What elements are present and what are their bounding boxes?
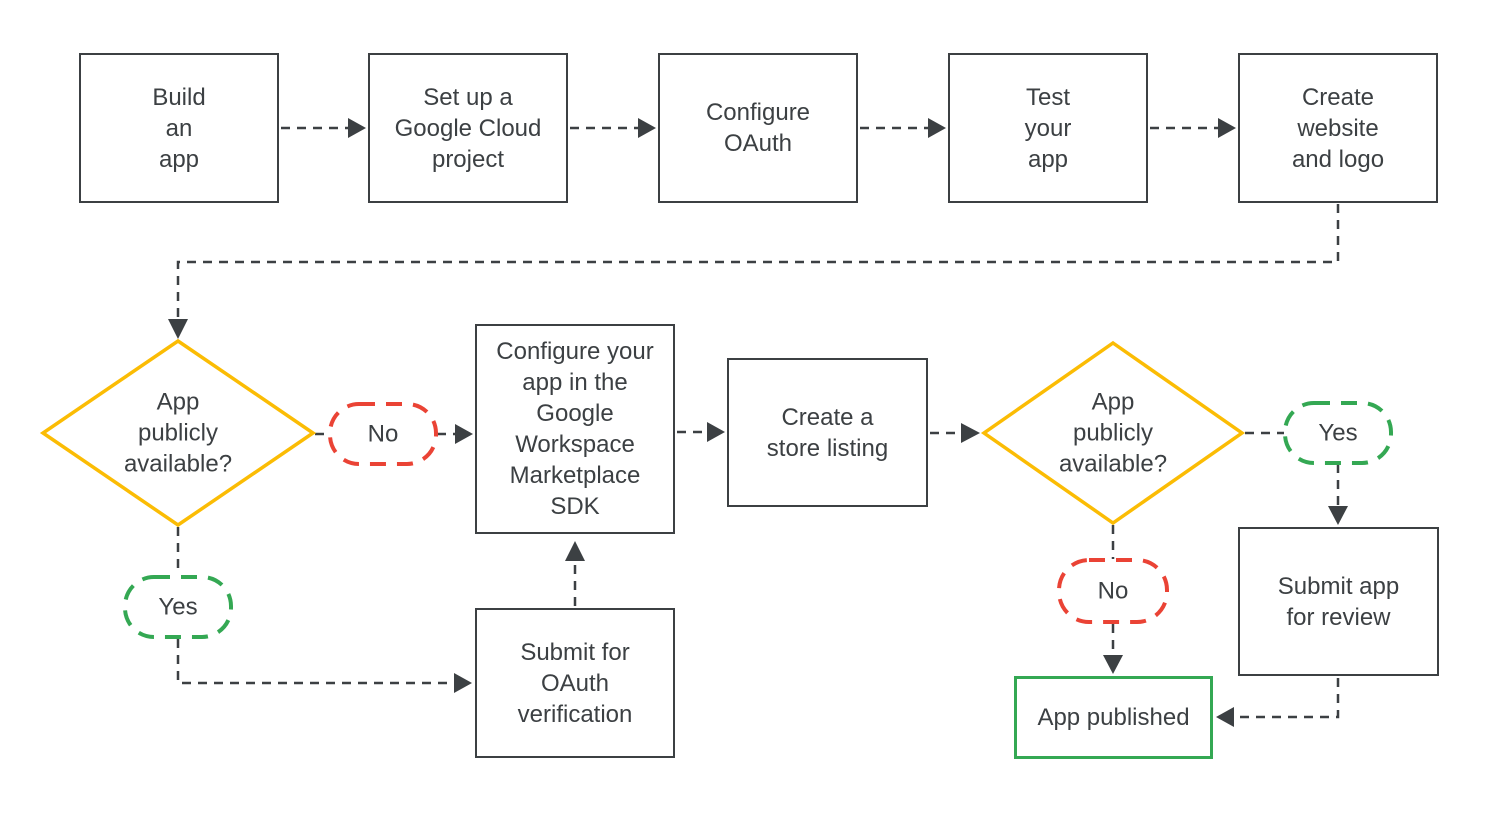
node-store-listing: Create a store listing: [727, 358, 928, 507]
node-app-published-label: App published: [1037, 704, 1190, 731]
decision-diamond-right: [980, 340, 1246, 526]
edge-submit-review-to-app-published: [1234, 678, 1340, 719]
node-app-published: App published: [1014, 676, 1213, 759]
node-test-app: Test your app: [948, 53, 1148, 203]
node-submit-oauth-label: Submit for OAuth verification: [517, 638, 633, 728]
arrowhead-into-decision-left: [168, 319, 188, 339]
decision-diamond-left: [39, 338, 317, 528]
arrowhead-up-into-configure-sdk: [565, 541, 585, 561]
yes-oval-right: [1283, 401, 1393, 465]
yes-right-label: Yes: [1318, 419, 1358, 447]
no-right-label: No: [1097, 577, 1129, 605]
node-configure-oauth: Configure OAuth: [658, 53, 858, 203]
arrowhead-into-decision-right: [961, 423, 980, 443]
no-oval-right: [1057, 558, 1169, 624]
arrowhead-into-create-website: [1218, 118, 1236, 138]
decision-right-label: App publicly available?: [1058, 388, 1168, 478]
no-oval-left: [328, 402, 438, 466]
node-test-app-label: Test your app: [1024, 83, 1072, 173]
edge-website-to-decision-left: [176, 204, 1340, 319]
node-submit-oauth: Submit for OAuth verification: [475, 608, 675, 758]
arrowhead-into-submit-oauth: [454, 673, 472, 693]
node-create-website: Create website and logo: [1238, 53, 1438, 203]
edge-yes-to-submit-oauth: [176, 639, 454, 685]
arrowhead-into-configure-oauth: [638, 118, 656, 138]
node-submit-review-label: Submit app for review: [1277, 572, 1400, 631]
arrowhead-into-store-listing: [707, 422, 725, 442]
node-configure-oauth-label: Configure OAuth: [705, 99, 811, 157]
yes-oval-left: [123, 575, 233, 639]
arrowhead-into-app-published-left: [1216, 707, 1234, 727]
decision-left-label: App publicly available?: [123, 388, 233, 478]
node-configure-sdk: Configure your app in the Google Workspa…: [475, 324, 675, 534]
arrowhead-into-app-published-top: [1103, 655, 1123, 674]
node-create-website-label: Create website and logo: [1291, 83, 1385, 173]
node-build-app: Build an app: [79, 53, 279, 203]
node-store-listing-label: Create a store listing: [766, 403, 889, 462]
node-setup-project: Set up a Google Cloud project: [368, 53, 568, 203]
yes-left-label: Yes: [158, 593, 198, 621]
node-build-app-label: Build an app: [152, 83, 206, 173]
arrowhead-into-setup-project: [348, 118, 366, 138]
node-submit-review: Submit app for review: [1238, 527, 1439, 676]
node-setup-project-label: Set up a Google Cloud project: [394, 83, 542, 173]
arrowhead-into-configure-sdk: [455, 424, 473, 444]
arrowhead-into-test-app: [928, 118, 946, 138]
arrowhead-into-submit-review: [1328, 506, 1348, 525]
node-configure-sdk-label: Configure your app in the Google Workspa…: [496, 338, 654, 520]
no-left-label: No: [367, 420, 399, 448]
